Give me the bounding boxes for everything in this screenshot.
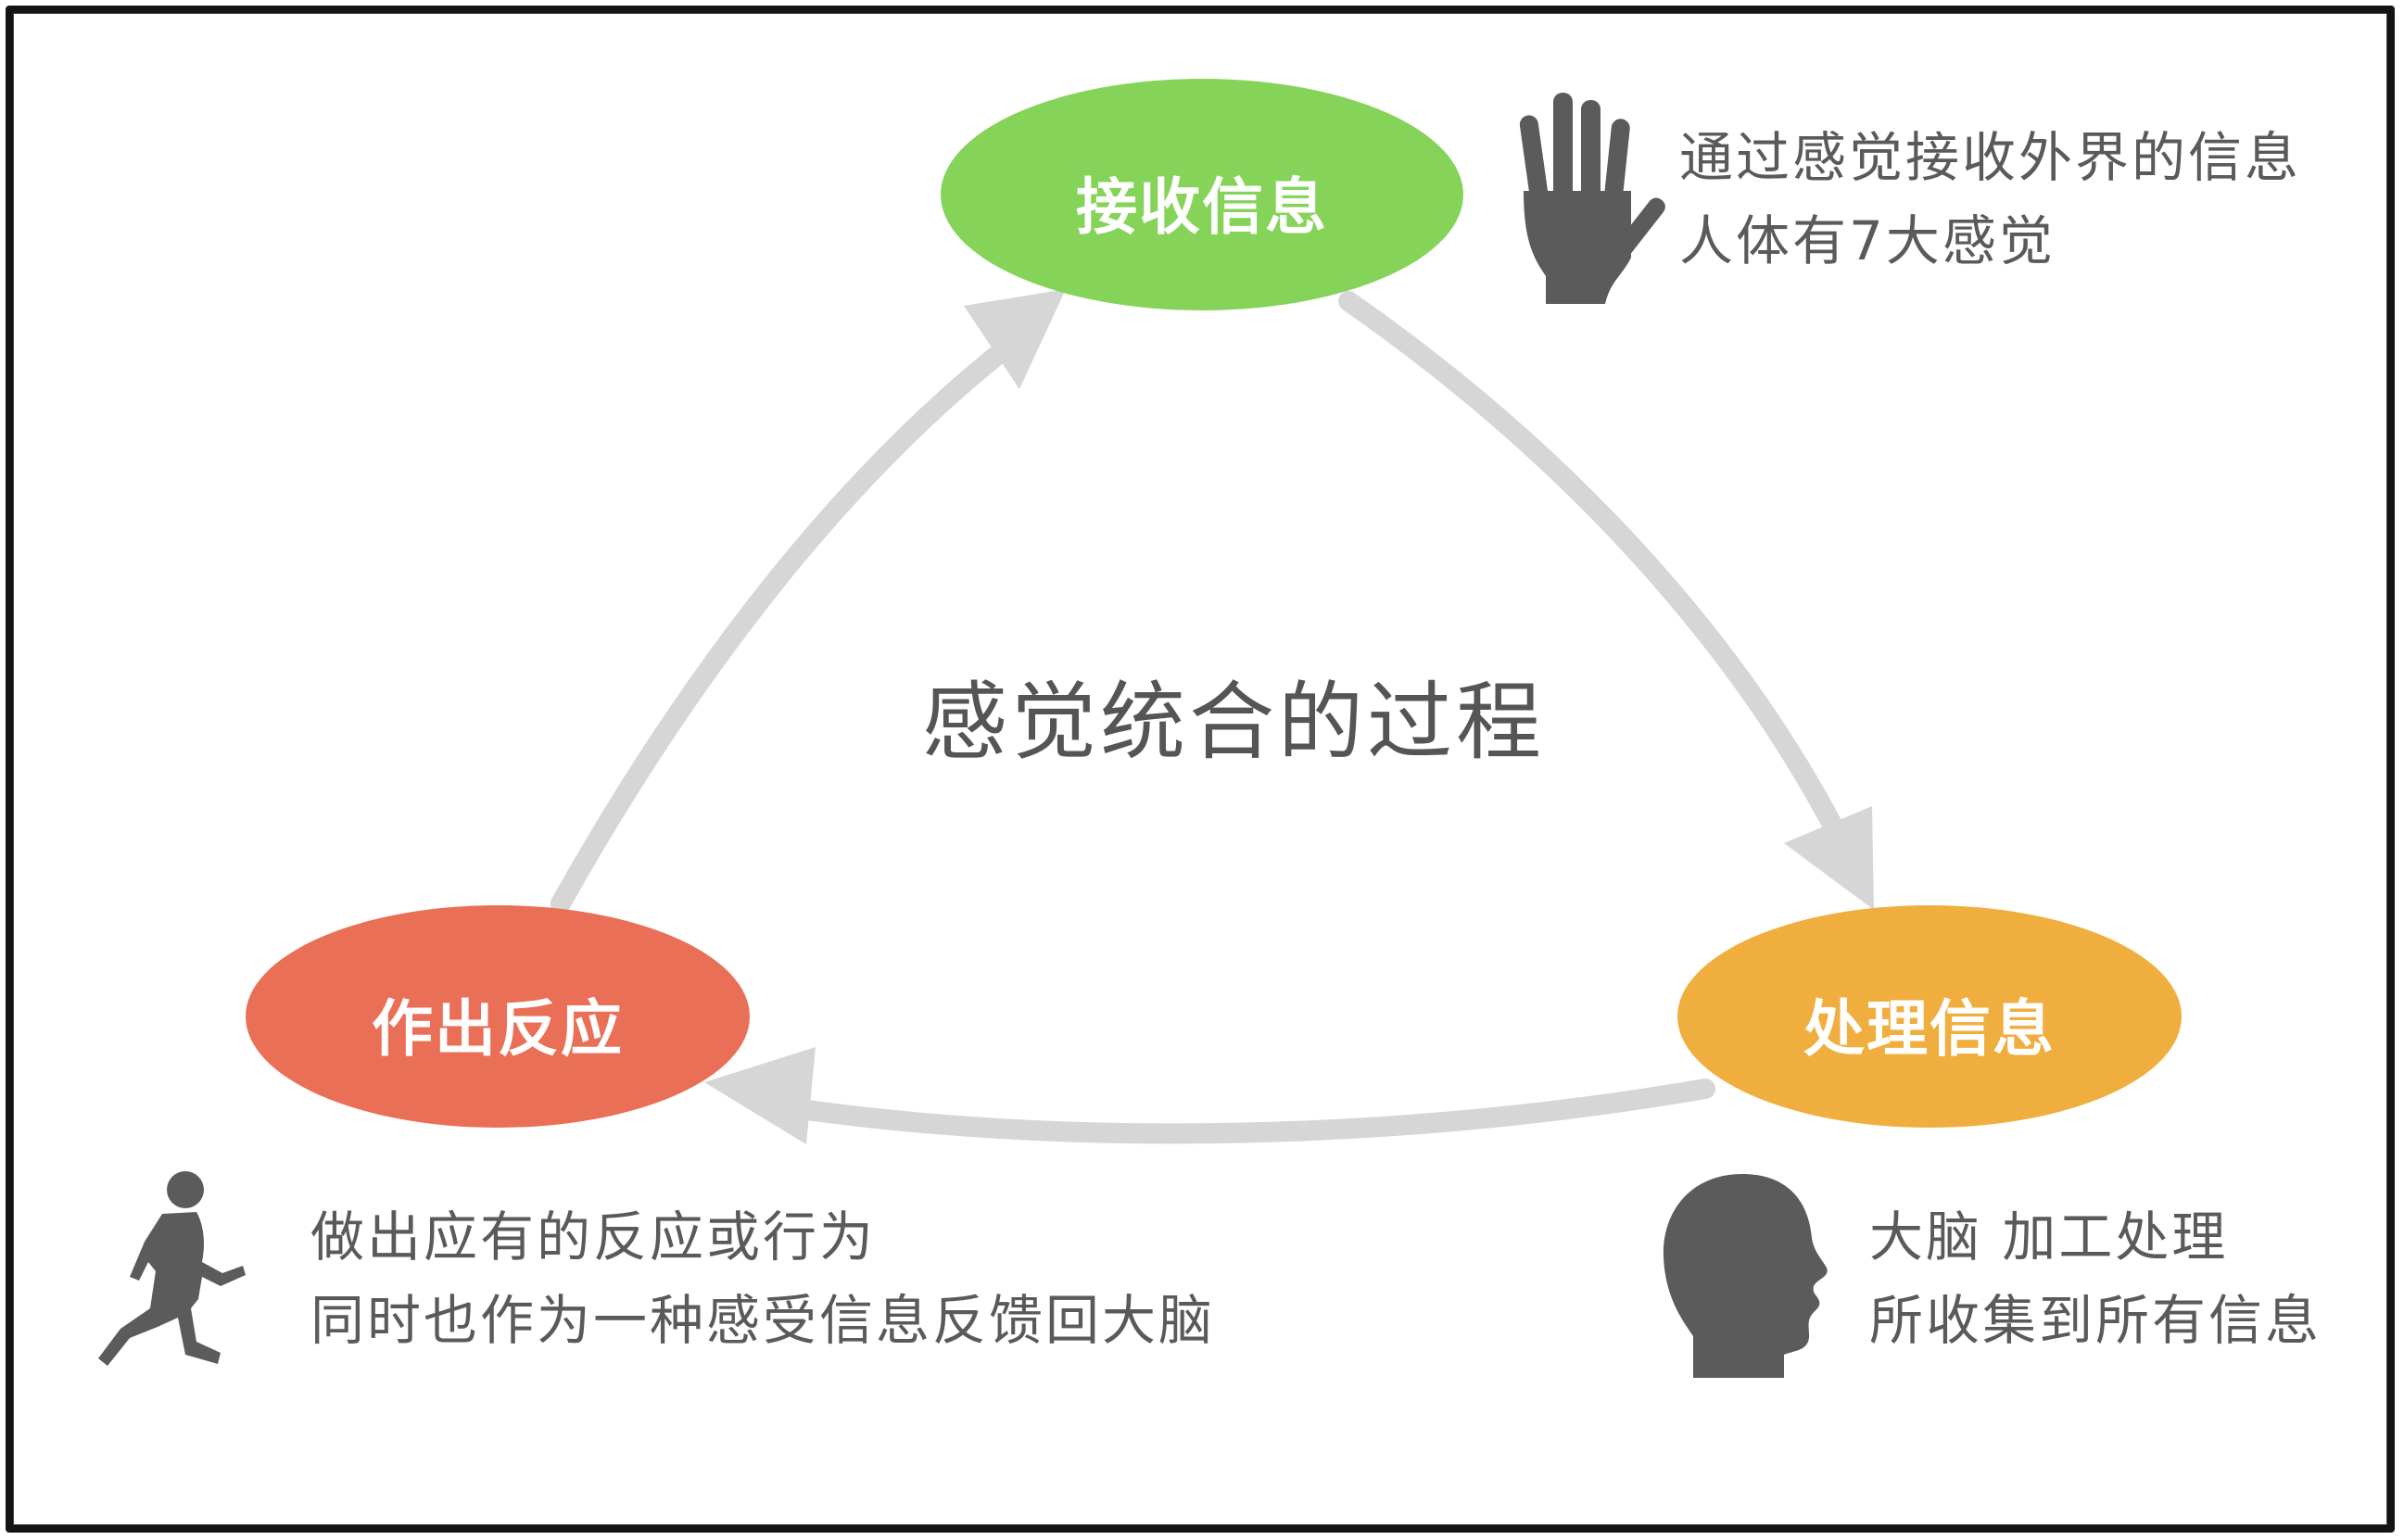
note-receive: 通过感觉接收外界的信息 人体有7大感觉 — [1679, 116, 2301, 283]
note-respond: 做出应有的反应或行为 同时也作为一种感受信息反馈回大脑 — [310, 1195, 1215, 1362]
note-respond-line2: 同时也作为一种感受信息反馈回大脑 — [310, 1289, 1216, 1352]
arrow-respond-to-receive — [550, 342, 1011, 914]
note-process-line2: 所收集到所有信息 — [1869, 1289, 2322, 1352]
note-process-line1: 大脑 加工处理 — [1869, 1205, 2229, 1269]
note-receive-line1: 通过感觉接收外界的信息 — [1679, 126, 2302, 189]
node-respond-label: 作出反应 — [372, 993, 624, 1065]
diagram-title: 感觉统合的过程 — [922, 673, 1546, 772]
sketch-border-frame — [6, 6, 2395, 1533]
hand-icon — [1519, 93, 1665, 304]
head-icon — [1663, 1174, 1828, 1378]
arrowhead-receive — [964, 289, 1066, 389]
node-respond-ellipse — [246, 905, 750, 1128]
arrow-receive-to-process — [1338, 291, 1850, 849]
arrowhead-respond — [704, 1047, 816, 1144]
note-receive-line2: 人体有7大感觉 — [1679, 209, 2056, 272]
arrowhead-process — [1784, 806, 1874, 910]
node-process-label: 处理信息 — [1803, 993, 2056, 1065]
node-receive-ellipse — [941, 79, 1463, 310]
flow-arrows — [550, 289, 1874, 1144]
running-person-icon — [98, 1171, 246, 1366]
node-receive-label: 接收信息 — [1076, 171, 1328, 243]
note-process: 大脑 加工处理 所收集到所有信息 — [1869, 1195, 2322, 1362]
note-respond-line1: 做出应有的反应或行为 — [310, 1205, 877, 1269]
node-process-ellipse — [1677, 905, 2182, 1128]
arrow-process-to-respond — [778, 1079, 1715, 1144]
